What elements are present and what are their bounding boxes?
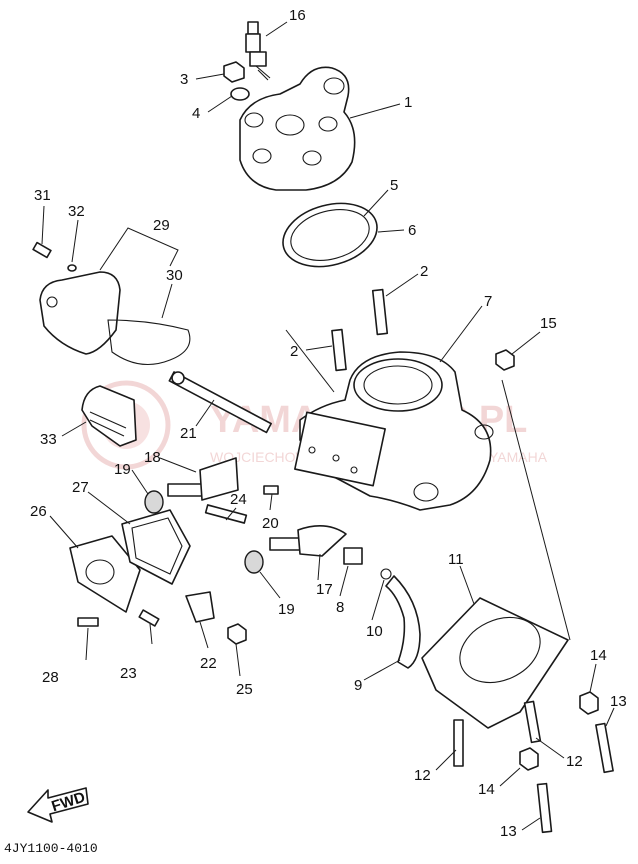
callout-13: 13 bbox=[500, 823, 517, 840]
valve-lever bbox=[185, 591, 215, 623]
stud bbox=[453, 719, 464, 767]
callout-10: 10 bbox=[366, 623, 383, 640]
callout-33: 33 bbox=[40, 431, 57, 448]
spark-plug bbox=[245, 21, 271, 81]
callout-22: 22 bbox=[200, 655, 217, 672]
callout-12: 12 bbox=[414, 767, 431, 784]
callout-labels: 16 3 4 1 5 6 31 32 29 30 2 2 7 15 33 21 … bbox=[30, 7, 627, 840]
stud-bolts bbox=[331, 288, 389, 372]
nut bbox=[579, 691, 599, 715]
callout-3: 3 bbox=[180, 71, 188, 88]
callout-19: 19 bbox=[114, 461, 131, 478]
callout-14: 14 bbox=[590, 647, 607, 664]
callout-20: 20 bbox=[262, 515, 279, 532]
callout-21: 21 bbox=[180, 425, 197, 442]
callout-16: 16 bbox=[289, 7, 306, 24]
collar bbox=[343, 547, 363, 565]
callout-32: 32 bbox=[68, 203, 85, 220]
callout-2: 2 bbox=[290, 343, 298, 360]
callout-27: 27 bbox=[72, 479, 89, 496]
callout-26: 26 bbox=[30, 503, 47, 520]
callout-19: 19 bbox=[278, 601, 295, 618]
callout-8: 8 bbox=[336, 599, 344, 616]
callout-4: 4 bbox=[192, 105, 200, 122]
bolt bbox=[138, 609, 160, 627]
leader-lines bbox=[41, 21, 615, 831]
clip bbox=[380, 568, 392, 580]
valve-gasket bbox=[81, 385, 137, 447]
stud bbox=[523, 700, 542, 744]
valve-cover bbox=[32, 241, 191, 366]
exhaust-valve-lower bbox=[269, 525, 347, 557]
valve-rod bbox=[168, 371, 272, 434]
callout-2: 2 bbox=[420, 263, 428, 280]
callout-9: 9 bbox=[354, 677, 362, 694]
callout-5: 5 bbox=[390, 177, 398, 194]
stud bbox=[595, 722, 614, 774]
callout-23: 23 bbox=[120, 665, 137, 682]
cylinder-base-gasket bbox=[421, 597, 569, 729]
callout-28: 28 bbox=[42, 669, 59, 686]
valve-pin bbox=[204, 504, 248, 524]
diagram-code: 4JY1100-4010 bbox=[4, 841, 98, 856]
nut bbox=[519, 747, 539, 771]
callout-11: 11 bbox=[448, 551, 464, 568]
callout-6: 6 bbox=[408, 222, 416, 239]
callout-24: 24 bbox=[230, 491, 247, 508]
flange-nut bbox=[495, 349, 515, 371]
callout-15: 15 bbox=[540, 315, 557, 332]
nut bbox=[227, 623, 247, 645]
side-cover-outer bbox=[69, 535, 141, 613]
oil-seal bbox=[244, 550, 264, 574]
callout-30: 30 bbox=[166, 267, 183, 284]
cap-nut bbox=[223, 61, 245, 83]
stud bbox=[536, 782, 553, 834]
washer bbox=[230, 87, 250, 101]
exhaust-valve-upper bbox=[167, 457, 239, 501]
callout-31: 31 bbox=[34, 187, 51, 204]
callout-14: 14 bbox=[478, 781, 495, 798]
callout-7: 7 bbox=[484, 293, 492, 310]
callout-13: 13 bbox=[610, 693, 627, 710]
cylinder-head bbox=[239, 66, 356, 191]
callout-1: 1 bbox=[404, 94, 412, 111]
callout-17: 17 bbox=[316, 581, 333, 598]
callout-29: 29 bbox=[153, 217, 170, 234]
bolt bbox=[77, 617, 99, 627]
callout-12: 12 bbox=[566, 753, 583, 770]
oil-seal bbox=[144, 490, 164, 514]
hose bbox=[385, 575, 421, 669]
screw bbox=[263, 485, 279, 495]
callout-18: 18 bbox=[144, 449, 161, 466]
callout-25: 25 bbox=[236, 681, 253, 698]
cylinder bbox=[294, 351, 494, 511]
fwd-label: FWD bbox=[49, 789, 87, 816]
side-cover-gasket bbox=[121, 509, 191, 585]
fwd-arrow: FWD bbox=[27, 787, 89, 823]
